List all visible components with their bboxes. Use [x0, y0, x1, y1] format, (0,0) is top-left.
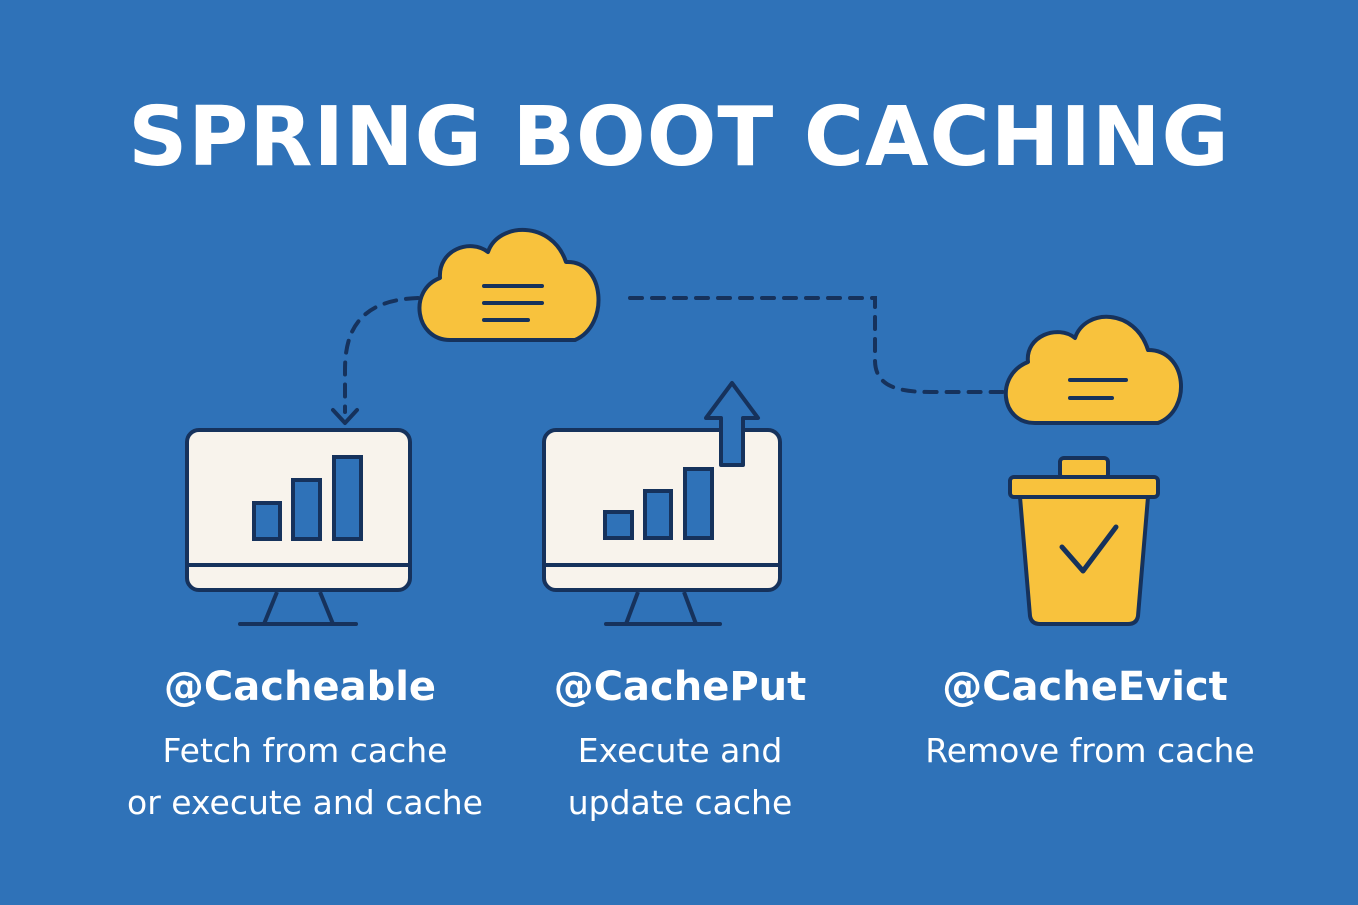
cacheevict-description: Remove from cache	[880, 725, 1300, 777]
monitor-upload-icon	[542, 381, 782, 626]
cloud-icon	[1003, 314, 1183, 425]
cacheable-label: @Cacheable	[163, 664, 437, 710]
trash-check-icon	[1008, 456, 1160, 626]
cacheevict-description-line-1: Remove from cache	[925, 731, 1255, 770]
cacheput-description: Execute and update cache	[480, 725, 880, 829]
cacheable-description-line-1: Fetch from cache	[162, 731, 448, 770]
cacheput-description-line-1: Execute and	[577, 731, 783, 770]
page-title: SPRING BOOT CACHING	[128, 90, 1230, 185]
cacheput-description-line-2: update cache	[567, 783, 793, 822]
connector-cloud-to-evict	[628, 296, 1007, 394]
checkmark-icon	[1059, 524, 1119, 574]
cacheable-description: Fetch from cache or execute and cache	[100, 725, 510, 829]
monitor-bar-chart-icon	[185, 428, 412, 626]
cacheevict-label: @CacheEvict	[942, 664, 1228, 710]
cacheable-description-line-2: or execute and cache	[127, 783, 483, 822]
connector-lines	[343, 296, 1007, 414]
connector-cloud-to-cacheable	[343, 296, 420, 414]
cloud-icon	[417, 228, 601, 342]
arrow-down-icon	[331, 408, 359, 425]
cacheput-label: @CachePut	[553, 664, 807, 710]
upload-arrow-icon	[704, 381, 760, 467]
